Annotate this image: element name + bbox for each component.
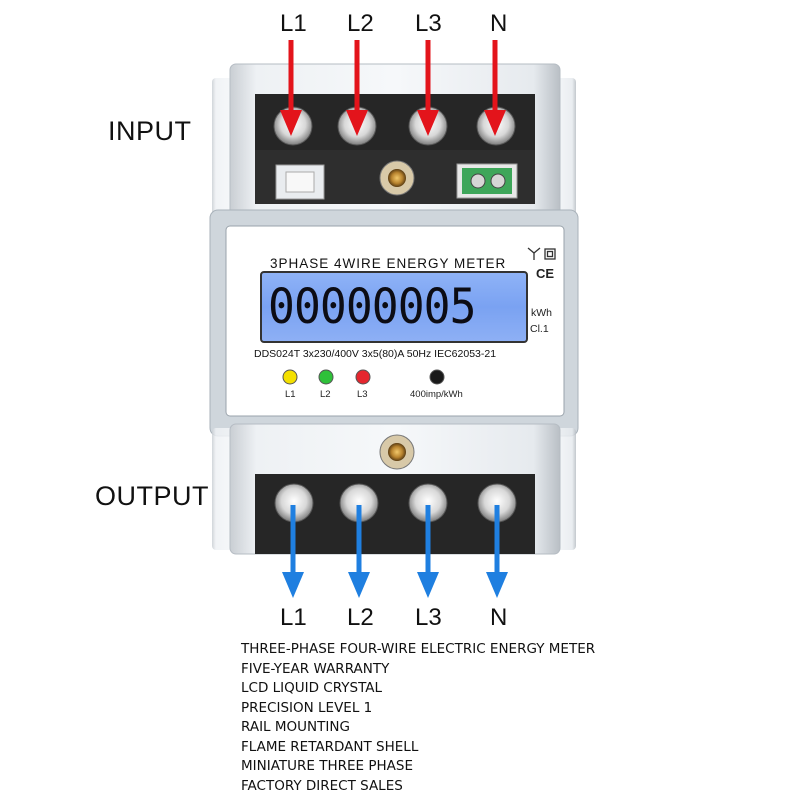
pulse-constant-label: 400imp/kWh [410, 389, 463, 400]
unit-label: kWh [531, 307, 552, 319]
meter-title: 3PHASE 4WIRE ENERGY METER [270, 256, 507, 271]
status-leds [282, 369, 445, 385]
feature-item: FIVE-YEAR WARRANTY [241, 660, 390, 677]
output-arrow [417, 505, 439, 598]
feature-item: THREE-PHASE FOUR-WIRE ELECTRIC ENERGY ME… [241, 641, 596, 657]
input-arrow [417, 40, 439, 136]
top-terminal-label-l3: L3 [415, 10, 442, 37]
feature-item: RAIL MOUNTING [241, 719, 350, 735]
output-arrow [282, 505, 304, 598]
bottom-terminal-label-l3: L3 [415, 604, 442, 631]
feature-item: MINIATURE THREE PHASE [241, 758, 413, 774]
feature-item: LCD LIQUID CRYSTAL [241, 680, 383, 696]
top-terminal-label-n: N [490, 10, 508, 37]
led-label-l2: L2 [320, 389, 331, 400]
top-terminal-label-l2: L2 [347, 10, 374, 37]
input-arrow [346, 40, 368, 136]
feature-item: FACTORY DIRECT SALES [241, 777, 403, 794]
accuracy-class-label: Cl.1 [530, 323, 549, 335]
output-arrow [348, 505, 370, 598]
lcd-display [260, 271, 528, 343]
bottom-terminal-label-l1: L1 [280, 604, 307, 631]
input-label: INPUT [108, 116, 192, 146]
bottom-seal-screw [388, 443, 406, 461]
feature-list: THREE-PHASE FOUR-WIRE ELECTRIC ENERGY ME… [241, 640, 595, 796]
bottom-terminal-label-l2: L2 [347, 604, 374, 631]
lcd-reading: 00000005 [268, 279, 476, 335]
ce-mark: CE [536, 266, 555, 281]
bottom-screws [274, 483, 517, 523]
phase-symbol-icon [527, 247, 556, 260]
output-arrows [282, 505, 508, 598]
input-arrow [280, 40, 302, 136]
feature-item: FLAME RETARDANT SHELL [241, 738, 419, 755]
top-seal-screw [388, 169, 406, 187]
feature-item: PRECISION LEVEL 1 [241, 699, 373, 716]
input-arrow [484, 40, 506, 136]
top-terminal-label-l1: L1 [280, 10, 307, 37]
led-label-l1: L1 [285, 389, 296, 400]
bottom-terminal-label-n: N [490, 604, 508, 631]
output-label: OUTPUT [95, 481, 209, 511]
led-label-l3: L3 [357, 389, 368, 400]
input-arrows [280, 40, 506, 136]
output-arrow [486, 505, 508, 598]
spec-line: DDS024T 3x230/400V 3x5(80)A 50Hz IEC6205… [254, 348, 497, 360]
